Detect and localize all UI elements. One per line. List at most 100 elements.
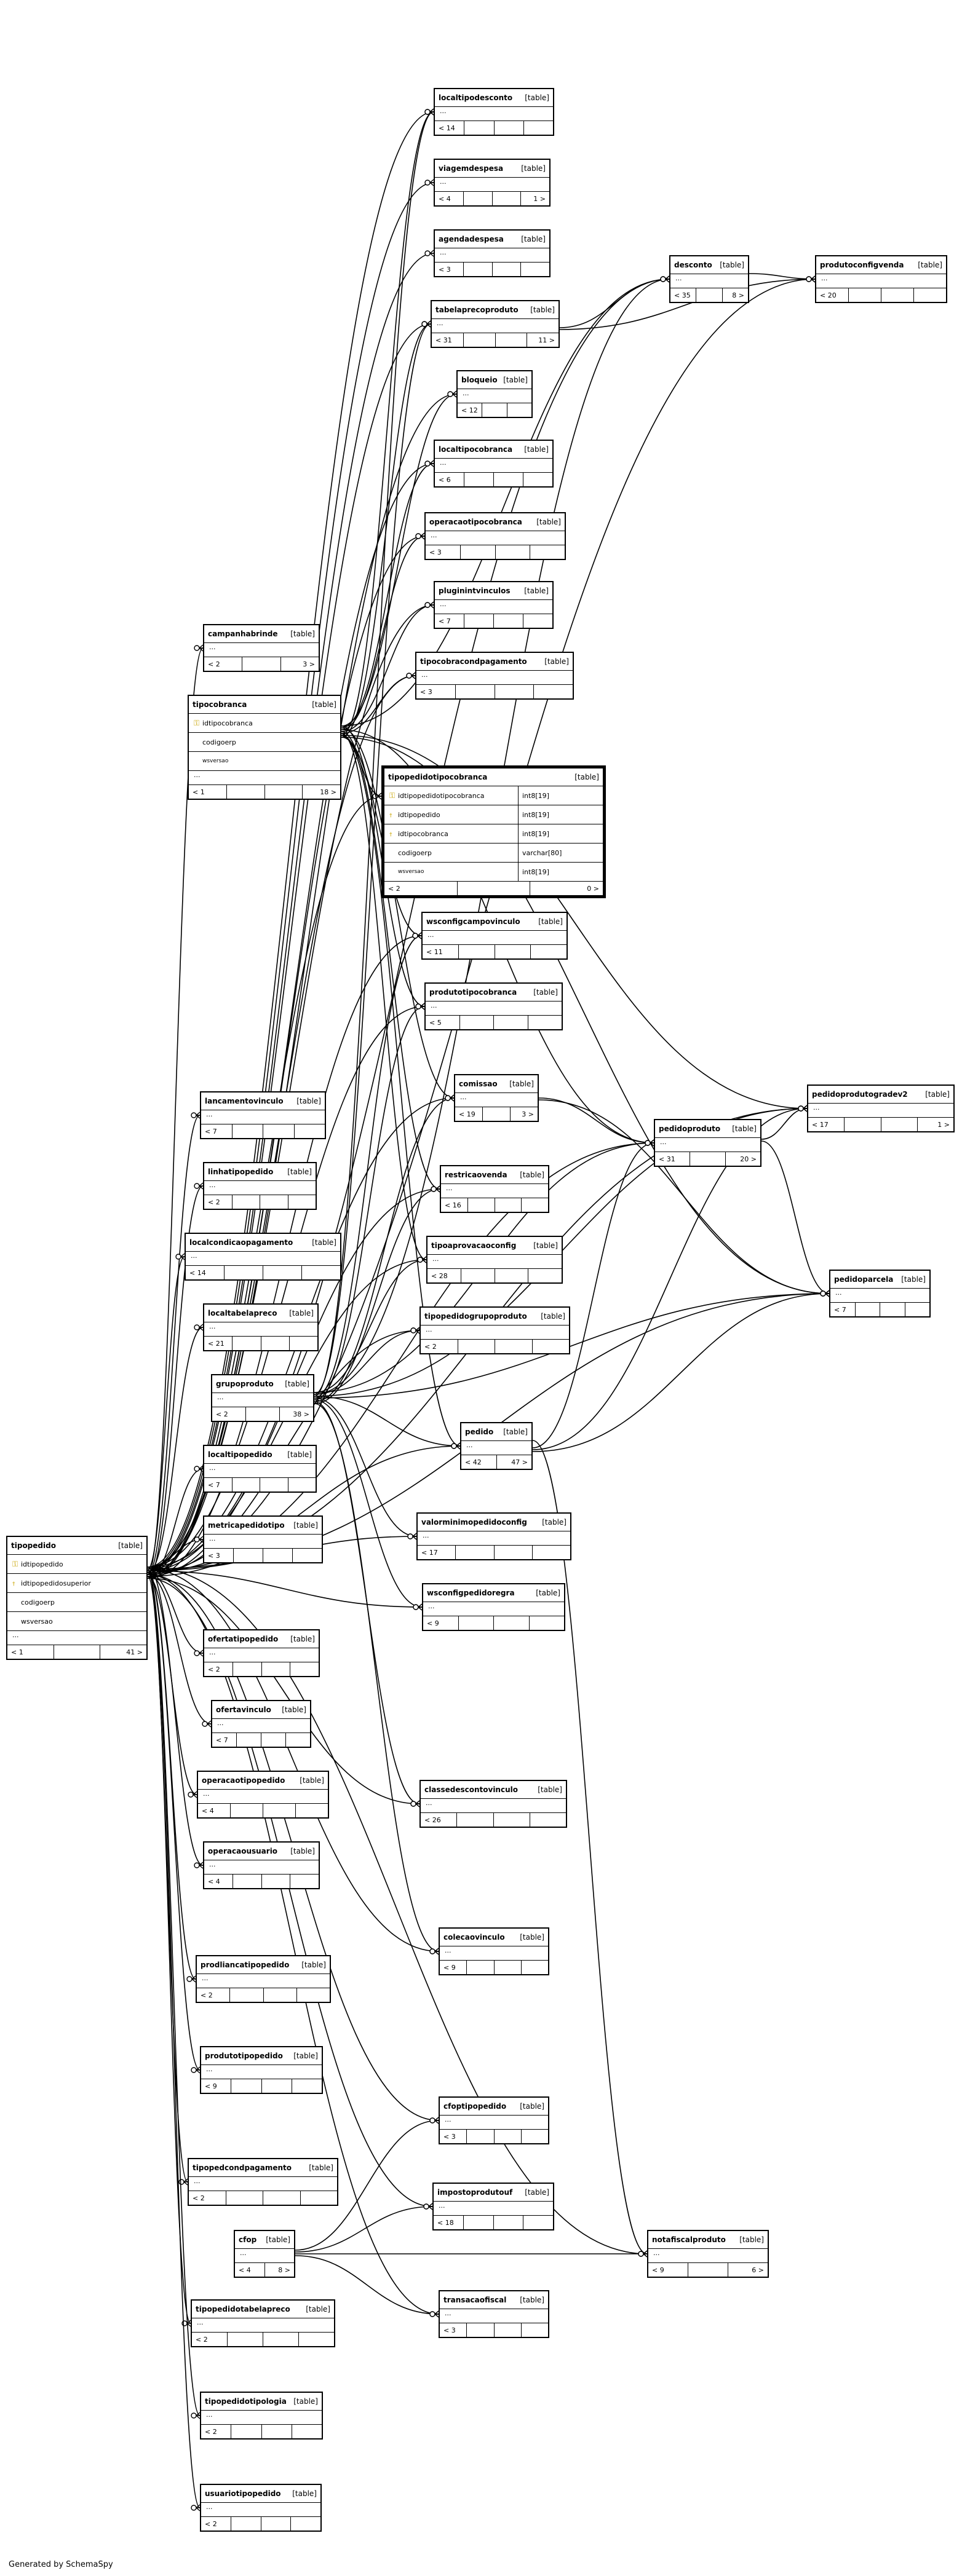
table-name[interactable]: pedidoprodutogradev2 <box>812 1090 908 1099</box>
column-row[interactable]: wsversao <box>7 1612 146 1631</box>
table-localtabelapreco[interactable]: localtabelapreco[table]...< 21 <box>203 1303 319 1351</box>
table-name[interactable]: classedescontovinculo <box>424 1785 518 1794</box>
table-tipopedido[interactable]: tipopedido[table]⚿idtipopedido†idtipoped… <box>6 1536 148 1660</box>
table-localtipopedido[interactable]: localtipopedido[table]...< 7 <box>203 1445 317 1493</box>
table-name[interactable]: localtipopedido <box>208 1450 272 1459</box>
table-name[interactable]: cfop <box>239 2235 257 2244</box>
table-wsconfigpedidoregra[interactable]: wsconfigpedidoregra[table]...< 9 <box>422 1583 565 1631</box>
table-name[interactable]: desconto <box>674 261 712 269</box>
table-name[interactable]: localcondicaopagamento <box>189 1238 293 1247</box>
table-name[interactable]: tipopedidogrupoproduto <box>424 1312 527 1321</box>
table-operacaotipocobranca[interactable]: operacaotipocobranca[table]...< 3 <box>424 512 566 560</box>
table-transacaofiscal[interactable]: transacaofiscal[table]...< 3 <box>439 2290 549 2338</box>
table-name[interactable]: transacaofiscal <box>443 2296 507 2304</box>
table-wsconfigcampovinculo[interactable]: wsconfigcampovinculo[table]...< 11 <box>421 912 568 960</box>
table-name[interactable]: tipopedidotipologia <box>205 2397 287 2406</box>
table-name[interactable]: tipopedidotabelapreco <box>196 2305 290 2313</box>
table-name[interactable]: produtotipocobranca <box>429 988 517 997</box>
table-name[interactable]: bloqueio <box>461 376 498 384</box>
table-name[interactable]: pluginintvinculos <box>439 587 511 595</box>
table-tipopedidogrupoproduto[interactable]: tipopedidogrupoproduto[table]...< 2 <box>419 1306 570 1354</box>
table-name[interactable]: ofertatipopedido <box>208 1635 279 1643</box>
table-name[interactable]: metricapedidotipo <box>208 1521 285 1530</box>
table-name[interactable]: linhatipopedido <box>208 1167 274 1176</box>
table-localtipocobranca[interactable]: localtipocobranca[table]...< 6 <box>434 440 554 488</box>
table-localcondicaopagamento[interactable]: localcondicaopagamento[table]...< 14 <box>185 1233 341 1281</box>
table-name[interactable]: localtipodesconto <box>439 93 513 102</box>
table-name[interactable]: tipopedcondpagamento <box>193 2163 292 2172</box>
table-name[interactable]: lancamentovinculo <box>205 1097 284 1105</box>
table-valorminimopedidoconfig[interactable]: valorminimopedidoconfig[table]...< 17 <box>416 1512 571 1560</box>
table-tipopedidotipologia[interactable]: tipopedidotipologia[table]...< 2 <box>200 2392 323 2440</box>
table-classedescontovinculo[interactable]: classedescontovinculo[table]...< 26 <box>419 1780 567 1828</box>
table-tipoaprovacaoconfig[interactable]: tipoaprovacaoconfig[table]...< 28 <box>426 1236 563 1284</box>
table-lancamentovinculo[interactable]: lancamentovinculo[table]...< 7 <box>200 1091 326 1139</box>
table-name[interactable]: prodliancatipopedido <box>201 1961 290 1969</box>
table-cfoptipopedido[interactable]: cfoptipopedido[table]...< 3 <box>439 2096 549 2144</box>
table-name[interactable]: restricaovenda <box>445 1171 507 1179</box>
table-name[interactable]: grupoproduto <box>216 1380 274 1388</box>
table-name[interactable]: operacaotipopedido <box>202 1776 285 1785</box>
table-produtoconfigvenda[interactable]: produtoconfigvenda[table]...< 20 <box>815 255 947 303</box>
table-ofertavinculo[interactable]: ofertavinculo[table]...< 7 <box>211 1700 311 1748</box>
table-colecaovinculo[interactable]: colecaovinculo[table]...< 9 <box>439 1927 549 1975</box>
table-produtotipocobranca[interactable]: produtotipocobranca[table]...< 5 <box>424 982 563 1030</box>
table-name[interactable]: notafiscalproduto <box>652 2235 726 2244</box>
column-row[interactable]: codigoerp <box>189 733 340 752</box>
table-name[interactable]: agendadespesa <box>439 235 504 243</box>
table-name[interactable]: operacaousuario <box>208 1847 278 1855</box>
table-impostoprodutouf[interactable]: impostoprodutouf[table]...< 18 <box>432 2183 554 2230</box>
column-row[interactable]: wsversao <box>189 752 340 771</box>
table-tipopedidotabelapreco[interactable]: tipopedidotabelapreco[table]...< 2 <box>191 2299 335 2347</box>
table-tipopedidotipocobranca[interactable]: tipopedidotipocobranca[table]⚿idtipopedi… <box>381 765 606 898</box>
table-name[interactable]: campanhabrinde <box>208 630 278 638</box>
column-row[interactable]: †idtipopedidosuperior <box>7 1574 146 1593</box>
table-name[interactable]: cfoptipopedido <box>443 2102 507 2111</box>
table-name[interactable]: tipopedido <box>11 1541 56 1550</box>
table-restricaovenda[interactable]: restricaovenda[table]...< 16 <box>440 1165 549 1213</box>
table-tipocobracondpagamento[interactable]: tipocobracondpagamento[table]...< 3 <box>415 652 574 700</box>
table-name[interactable]: comissao <box>459 1080 498 1088</box>
table-bloqueio[interactable]: bloqueio[table]...< 12 <box>456 370 533 418</box>
table-name[interactable]: wsconfigpedidoregra <box>427 1589 515 1597</box>
table-metricapedidotipo[interactable]: metricapedidotipo[table]...< 3 <box>203 1515 323 1563</box>
table-tipopedcondpagamento[interactable]: tipopedcondpagamento[table]...< 2 <box>188 2158 338 2206</box>
table-name[interactable]: produtoconfigvenda <box>820 261 904 269</box>
table-name[interactable]: tipopedidotipocobranca <box>388 773 488 781</box>
table-name[interactable]: ofertavinculo <box>216 1705 271 1714</box>
table-name[interactable]: wsconfigcampovinculo <box>426 917 520 926</box>
table-produtotipopedido[interactable]: produtotipopedido[table]...< 9 <box>200 2046 323 2094</box>
table-name[interactable]: viagemdespesa <box>439 164 504 173</box>
table-name[interactable]: localtipocobranca <box>439 445 513 454</box>
table-name[interactable]: impostoprodutouf <box>437 2188 513 2197</box>
table-name[interactable]: pedidoproduto <box>659 1124 721 1133</box>
table-name[interactable]: tabelaprecoproduto <box>435 306 519 314</box>
table-ofertatipopedido[interactable]: ofertatipopedido[table]...< 2 <box>203 1629 320 1677</box>
table-name[interactable]: tipocobracondpagamento <box>420 657 527 666</box>
table-name[interactable]: colecaovinculo <box>443 1933 505 1942</box>
table-name[interactable]: tipoaprovacaoconfig <box>431 1241 517 1250</box>
column-row[interactable]: codigoerp <box>7 1593 146 1612</box>
table-operacaotipopedido[interactable]: operacaotipopedido[table]...< 4 <box>197 1771 329 1819</box>
table-name[interactable]: usuariotipopedido <box>205 2489 281 2498</box>
table-name[interactable]: pedido <box>465 1428 494 1436</box>
table-linhatipopedido[interactable]: linhatipopedido[table]...< 2 <box>203 1162 317 1210</box>
table-name[interactable]: localtabelapreco <box>208 1309 277 1318</box>
table-name[interactable]: produtotipopedido <box>205 2052 283 2060</box>
